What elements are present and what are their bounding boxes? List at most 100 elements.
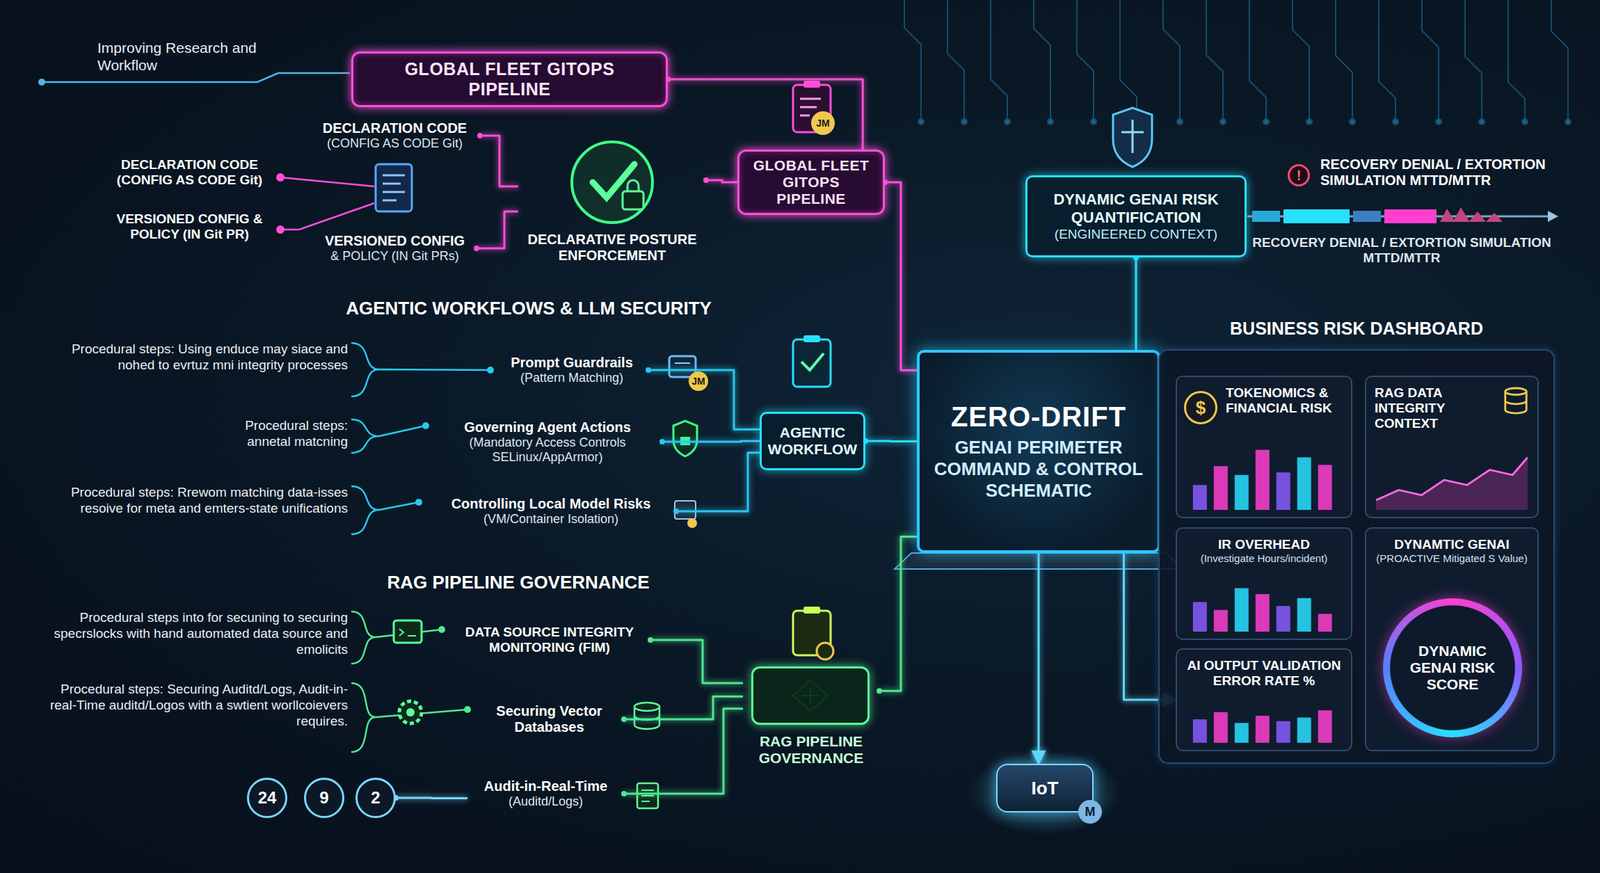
- connector: [676, 452, 760, 512]
- area: [1376, 457, 1528, 510]
- database-icon: [634, 702, 660, 730]
- label-text: DECLARATIVE POSTURE ENFORCEMENT: [522, 231, 702, 264]
- label-text: AI OUTPUT VALIDATION ERROR RATE %: [1185, 658, 1343, 689]
- metric-panel: RAG DATA INTEGRITY CONTEXT: [1364, 375, 1539, 519]
- connector-dot: [659, 438, 666, 445]
- security-item: Governing Agent Actions(Mandatory Access…: [432, 410, 663, 474]
- laptop-screen: ZERO-DRIFTGENAI PERIMETER COMMAND & CONT…: [916, 349, 1161, 554]
- text-label: AGENTIC WORKFLOWS & LLM SECURITY: [333, 297, 724, 320]
- config-item: VERSIONED CONFIG& POLICY (IN Git PRs): [313, 226, 477, 270]
- label-text: Audit-in-Real-Time: [484, 778, 608, 795]
- circuit-trace: [1206, 0, 1223, 122]
- label-text: DYNAMIC GENAI RISK QUANTIFICATION: [1035, 190, 1237, 227]
- sub-text: & POLICY (IN Git PRs): [330, 249, 460, 264]
- bar-chart: [1186, 697, 1342, 743]
- clipboard-icon: [793, 606, 834, 660]
- label-text: 9: [319, 788, 329, 808]
- bar: [1193, 719, 1207, 743]
- bar: [1297, 598, 1312, 632]
- bar: [1255, 594, 1270, 632]
- circuit-dot: [1047, 118, 1054, 125]
- bar: [1276, 472, 1291, 510]
- connector: [476, 211, 519, 249]
- sub-text: (CONFIG AS CODE Git): [326, 136, 463, 151]
- circuit-trace: [990, 0, 1008, 122]
- sub-text: GENAI PERIMETER COMMAND & CONTROL SCHEMA…: [932, 436, 1146, 503]
- pipeline-box: GLOBAL FLEET GITOPS PIPELINE: [351, 51, 668, 108]
- connector: [865, 440, 917, 443]
- circuit-dot: [1349, 118, 1356, 125]
- circuit-trace: [1551, 0, 1568, 122]
- circuit-dot: [1263, 118, 1269, 125]
- trend-line: [1376, 457, 1528, 500]
- clipboard-icon: [793, 335, 831, 387]
- bar: [1318, 613, 1333, 632]
- rag-item: Securing Vector Databases: [474, 697, 624, 742]
- label-text: 2: [370, 788, 380, 808]
- circuit-dot: [1478, 118, 1485, 125]
- connector-dot: [621, 716, 627, 723]
- bar: [1234, 474, 1249, 510]
- text-label: $: [1184, 390, 1218, 425]
- sub-text: (PROACTIVE Mitigated S Value): [1374, 552, 1530, 565]
- bar: [1297, 457, 1312, 510]
- connector: [879, 537, 917, 692]
- security-item: Controlling Local Model Risks(VM/Contain…: [425, 489, 677, 534]
- shield-icon: [1113, 107, 1152, 167]
- bar: [1255, 715, 1270, 743]
- circuit-dot: [1565, 118, 1571, 125]
- label-text: DATA SOURCE INTEGRITY MONITORING (FIM): [452, 624, 647, 656]
- bar: [1276, 605, 1291, 632]
- bar: [1234, 587, 1249, 632]
- sub-text: (Pattern Matching): [520, 370, 624, 386]
- circuit-trace: [1120, 0, 1137, 122]
- connector: [395, 797, 468, 800]
- connector-dot: [477, 132, 483, 139]
- label-text: DYNAMTIC GENAI: [1374, 537, 1530, 553]
- circuit-dot: [1522, 118, 1528, 125]
- bar: [1213, 610, 1228, 632]
- connector: [1037, 553, 1040, 764]
- connector: [662, 441, 760, 442]
- line-chart: [1376, 447, 1528, 510]
- circuit-dot: [1306, 118, 1312, 125]
- bar: [1318, 464, 1333, 510]
- bar-chart: [1186, 447, 1342, 510]
- connector: [650, 640, 743, 684]
- leader-line: [41, 73, 350, 83]
- bar: [1193, 601, 1207, 632]
- connector: [1135, 257, 1138, 350]
- circuit-dot: [1177, 118, 1183, 125]
- sub-text: (VM/Container Isolation): [483, 512, 619, 527]
- label-text: Securing Vector Databases: [478, 703, 620, 736]
- circuit-trace: [947, 0, 965, 122]
- pipeline-box: GLOBAL FLEET GITOPS PIPELINE: [737, 149, 885, 215]
- connector: [667, 79, 863, 150]
- connector: [624, 708, 743, 794]
- rag-item: Audit-in-Real-Time(Auditd/Logs): [467, 770, 624, 817]
- label-text: IR OVERHEAD: [1185, 537, 1343, 553]
- bar: [1318, 710, 1333, 743]
- circuit-trace: [1335, 0, 1353, 122]
- circuit-trace: [1465, 0, 1482, 122]
- label-text: VERSIONED CONFIG: [324, 233, 465, 250]
- circuit-trace: [1292, 0, 1310, 122]
- circuit-dot: [1090, 118, 1097, 125]
- metric-panel: DYNAMTIC GENAI(PROACTIVE Mitigated S Val…: [1364, 527, 1539, 752]
- score-ring: DYNAMIC GENAI RISK SCORE: [1382, 598, 1523, 738]
- connector-dot: [673, 508, 679, 515]
- label-text: Governing Agent Actions: [464, 419, 631, 436]
- label-text: GLOBAL FLEET GITOPS PIPELINE: [749, 157, 874, 208]
- connector-dot: [473, 245, 480, 252]
- connector: [706, 180, 738, 183]
- connector: [884, 182, 917, 371]
- sub-text: (Investigate Hours/incident): [1185, 552, 1343, 565]
- circuit-dot: [1392, 118, 1399, 125]
- count-circle: 9: [304, 777, 345, 819]
- text-label: Procedural steps: Rrewom matching data-i…: [55, 484, 348, 517]
- metric-panel: AI OUTPUT VALIDATION ERROR RATE %: [1175, 648, 1353, 752]
- text-label: DECLARATION CODE (CONFIG AS CODE Git): [104, 157, 275, 188]
- label-text: Controlling Local Model Risks: [451, 496, 652, 512]
- bar-chart: [1186, 582, 1342, 632]
